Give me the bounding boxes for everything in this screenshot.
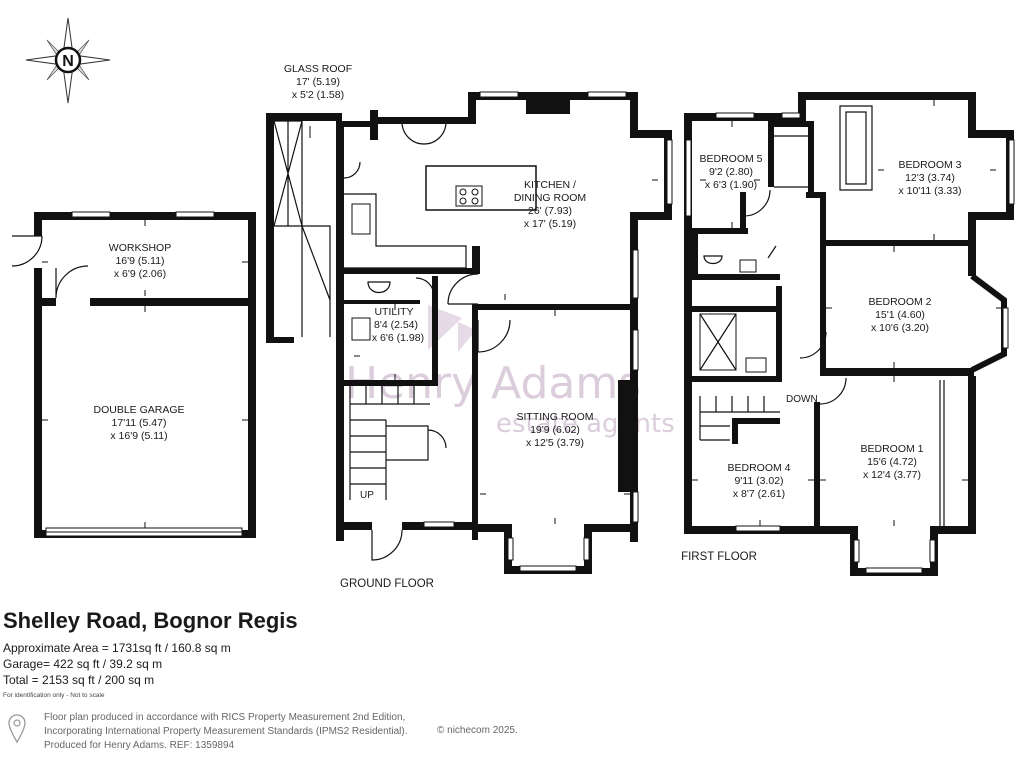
svg-text:8'4 (2.54): 8'4 (2.54) [374,319,418,331]
room-label-bedroom-5: BEDROOM 5 9'2 (2.80) x 6'3 (1.90) [699,153,762,191]
svg-text:26' (7.93): 26' (7.93) [528,205,572,217]
svg-text:DINING ROOM: DINING ROOM [514,192,586,204]
garage-building [11,211,256,538]
svg-text:x 6'3 (1.90): x 6'3 (1.90) [705,179,757,191]
svg-text:17' (5.19): 17' (5.19) [296,76,340,88]
stairs-up-label: UP [360,490,374,501]
svg-text:BEDROOM 4: BEDROOM 4 [727,462,790,474]
compass-north-label: N [62,53,74,70]
svg-text:x 5'2 (1.58): x 5'2 (1.58) [292,89,344,101]
room-label-bedroom-3: BEDROOM 3 12'3 (3.74) x 10'11 (3.33) [898,159,961,197]
svg-text:x 16'9 (5.11): x 16'9 (5.11) [110,430,167,442]
total-area: Total = 2153 sq ft / 200 sq m [3,673,155,687]
floor-plan-drawing: N Henry Adams estate agents [11,17,1015,590]
svg-text:x 6'6 (1.98): x 6'6 (1.98) [372,332,424,344]
room-label-kitchen: KITCHEN / DINING ROOM 26' (7.93) x 17' (… [514,179,586,230]
watermark-line2: estate agents [496,409,675,439]
svg-text:19'9 (6.02): 19'9 (6.02) [530,424,580,436]
svg-text:17'11 (5.47): 17'11 (5.47) [112,417,167,429]
svg-text:SITTING ROOM: SITTING ROOM [517,411,594,423]
room-label-glass-roof: GLASS ROOF 17' (5.19) x 5'2 (1.58) [284,63,352,101]
copyright: © nichecom 2025. [437,725,518,736]
svg-text:UTILITY: UTILITY [374,306,413,318]
svg-text:15'1 (4.60): 15'1 (4.60) [875,309,925,321]
room-label-workshop: WORKSHOP 16'9 (5.11) x 6'9 (2.06) [109,242,171,280]
room-label-utility: UTILITY 8'4 (2.54) x 6'6 (1.98) [372,306,424,344]
svg-text:9'2 (2.80): 9'2 (2.80) [709,166,753,178]
credit-text: Floor plan produced in accordance with R… [44,711,408,753]
ground-floor-label: GROUND FLOOR [340,578,434,590]
first-floor-plan [684,92,1015,576]
room-label-bedroom-4: BEDROOM 4 9'11 (3.02) x 8'7 (2.61) [727,462,790,500]
ground-floor-plan [266,91,673,574]
svg-text:GLASS ROOF: GLASS ROOF [284,63,352,75]
svg-text:x 10'11 (3.33): x 10'11 (3.33) [898,185,961,197]
svg-text:16'9 (5.11): 16'9 (5.11) [115,255,164,267]
svg-text:x 10'6 (3.20): x 10'6 (3.20) [871,322,929,334]
room-label-sitting-room: SITTING ROOM 19'9 (6.02) x 12'5 (3.79) [517,411,594,449]
not-to-scale-note: For identification only - Not to scale [3,692,105,699]
credit-line-2: Incorporating International Property Mea… [44,726,408,737]
footer: Shelley Road, Bognor Regis Approximate A… [0,606,1024,768]
svg-text:x 12'5 (3.79): x 12'5 (3.79) [526,437,584,449]
svg-text:x 8'7 (2.61): x 8'7 (2.61) [733,488,785,500]
approx-area: Approximate Area = 1731sq ft / 160.8 sq … [3,641,231,655]
first-floor-label: FIRST FLOOR [681,551,757,563]
svg-text:BEDROOM 1: BEDROOM 1 [860,443,923,455]
svg-text:DOUBLE GARAGE: DOUBLE GARAGE [93,404,184,416]
room-label-bedroom-1: BEDROOM 1 15'6 (4.72) x 12'4 (3.77) [860,443,923,481]
credit-line-1: Floor plan produced in accordance with R… [44,712,406,723]
svg-text:x 12'4 (3.77): x 12'4 (3.77) [863,469,921,481]
room-label-bedroom-2: BEDROOM 2 15'1 (4.60) x 10'6 (3.20) [868,296,931,334]
compass-icon: N [25,17,111,104]
svg-text:x 6'9 (2.06): x 6'9 (2.06) [114,268,166,280]
garage-area: Garage= 422 sq ft / 39.2 sq m [3,657,163,671]
svg-text:15'6 (4.72): 15'6 (4.72) [867,456,917,468]
credit-line-3: Produced for Henry Adams. REF: 1359894 [44,740,235,751]
property-title: Shelley Road, Bognor Regis [3,608,298,633]
location-pin-icon [8,714,26,744]
watermark: Henry Adams estate agents [345,305,675,439]
svg-text:BEDROOM 5: BEDROOM 5 [699,153,762,165]
svg-text:x 17' (5.19): x 17' (5.19) [524,218,576,230]
stairs-down-label: DOWN [786,394,818,405]
svg-text:BEDROOM 3: BEDROOM 3 [898,159,961,171]
svg-text:9'11 (3.02): 9'11 (3.02) [734,475,783,487]
svg-text:WORKSHOP: WORKSHOP [109,242,171,254]
svg-text:12'3 (3.74): 12'3 (3.74) [905,172,955,184]
svg-text:KITCHEN /: KITCHEN / [524,179,576,191]
room-label-double-garage: DOUBLE GARAGE 17'11 (5.47) x 16'9 (5.11) [93,404,184,442]
svg-text:BEDROOM 2: BEDROOM 2 [868,296,931,308]
